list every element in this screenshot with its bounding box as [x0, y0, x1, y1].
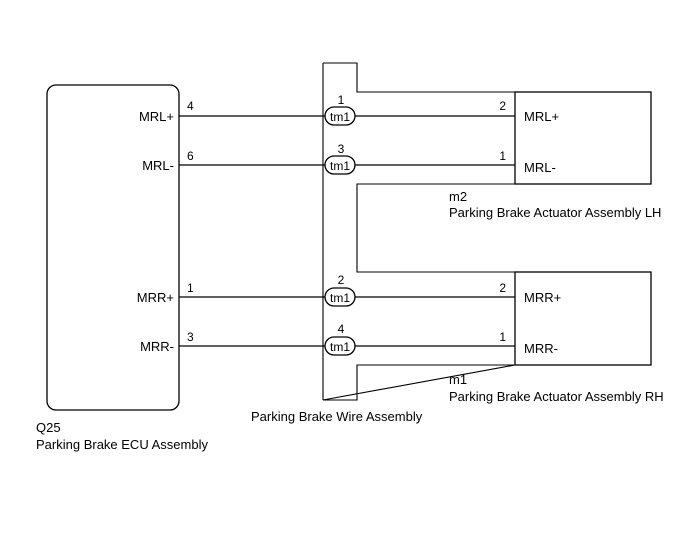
ecu-box [46, 84, 180, 411]
connector-pin-number: 4 [338, 322, 345, 336]
actuator-rh-pin-number-mrr-minus: 1 [499, 330, 506, 344]
actuator-rh-pin-label-mrr-plus: MRR+ [524, 290, 561, 305]
connector-tm1-pin3: tm1 3 [324, 142, 356, 175]
connector-tag: tm1 [330, 110, 350, 124]
ecu-code: Q25 [36, 420, 61, 435]
ecu-pin-label-mrr-plus: MRR+ [137, 290, 174, 305]
actuator-lh-pin-label-mrl-minus: MRL- [524, 160, 556, 175]
ecu-pin-label-mrl-minus: MRL- [142, 158, 174, 173]
actuator-lh-name: Parking Brake Actuator Assembly LH [449, 205, 661, 220]
ecu-pin-label-mrr-minus: MRR- [140, 339, 174, 354]
ecu-name: Parking Brake ECU Assembly [36, 437, 208, 452]
connector-tag: tm1 [330, 340, 350, 354]
wire-assembly-name: Parking Brake Wire Assembly [251, 409, 423, 424]
ecu-pin-number-mrr-minus: 3 [187, 330, 194, 344]
actuator-rh-code: m1 [449, 372, 467, 387]
connector-pin-number: 3 [338, 142, 345, 156]
actuator-rh-pin-label-mrr-minus: MRR- [524, 341, 558, 356]
actuator-rh-pin-number-mrr-plus: 2 [499, 281, 506, 295]
connector-tag: tm1 [330, 291, 350, 305]
actuator-lh-box [514, 91, 652, 185]
connector-tm1-pin4: tm1 4 [324, 322, 356, 356]
connector-pin-number: 1 [338, 93, 345, 107]
actuator-rh-name: Parking Brake Actuator Assembly RH [449, 389, 664, 404]
actuator-rh-box [514, 271, 652, 366]
ecu-pin-number-mrl-minus: 6 [187, 149, 194, 163]
connector-tm1-pin1: tm1 1 [324, 93, 356, 126]
ecu-pin-number-mrr-plus: 1 [187, 281, 194, 295]
wire-assembly-outline [322, 62, 516, 401]
ecu-pin-label-mrl-plus: MRL+ [139, 109, 174, 124]
actuator-lh-pin-number-mrl-minus: 1 [499, 149, 506, 163]
ecu-pin-number-mrl-plus: 4 [187, 99, 194, 113]
connector-tm1-pin2: tm1 2 [324, 273, 356, 307]
connector-pin-number: 2 [338, 273, 345, 287]
connector-tag: tm1 [330, 159, 350, 173]
actuator-lh-code: m2 [449, 189, 467, 204]
actuator-lh-pin-label-mrl-plus: MRL+ [524, 109, 559, 124]
actuator-lh-pin-number-mrl-plus: 2 [499, 99, 506, 113]
